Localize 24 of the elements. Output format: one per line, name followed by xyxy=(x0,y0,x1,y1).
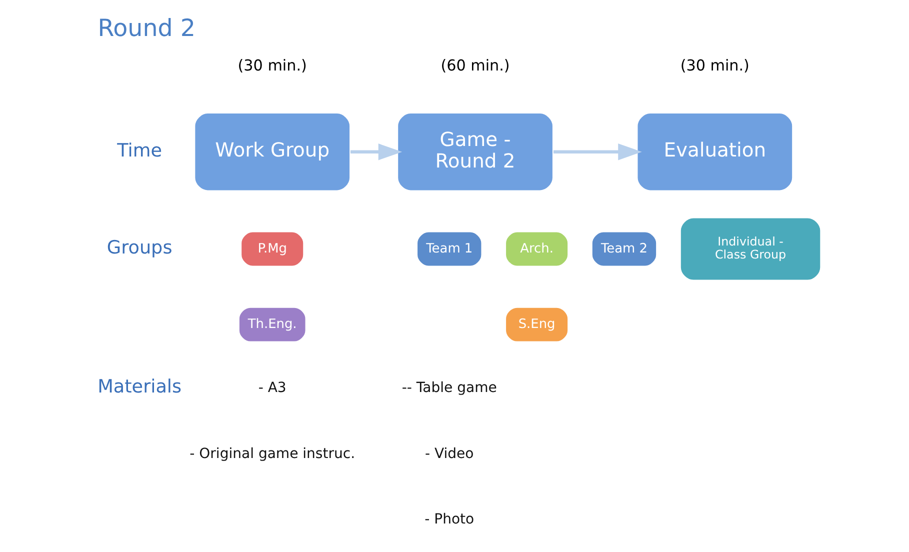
arrow xyxy=(553,144,642,160)
node-label: (30 min.) xyxy=(238,56,307,75)
label: - A3 xyxy=(258,380,286,396)
node-box: Individual - Class Group xyxy=(680,217,822,281)
node-box: Arch. xyxy=(504,231,569,267)
node-box: Work Group xyxy=(194,112,351,192)
label: Time xyxy=(117,140,162,162)
label: - Photo xyxy=(424,512,474,528)
node-box: Th.Eng. xyxy=(238,306,306,342)
label: - Video xyxy=(424,446,474,462)
label: -- Table game xyxy=(402,380,497,396)
node-box: P.Mg xyxy=(240,231,304,267)
label: - Original game instruc. xyxy=(190,446,356,462)
label: Groups xyxy=(106,237,172,258)
node-box: Team 2 xyxy=(591,231,658,267)
node-label: (30 min.) xyxy=(680,56,750,75)
node-box: Game - Round 2 xyxy=(397,112,554,192)
diagram-title: Round 2 xyxy=(98,14,196,42)
label: Materials xyxy=(98,376,182,398)
node-label: (60 min.) xyxy=(440,56,510,75)
arrow xyxy=(350,144,402,160)
node-box: Evaluation xyxy=(636,112,794,192)
node-box: Team 1 xyxy=(416,231,482,267)
node-box: S.Eng xyxy=(504,306,569,342)
